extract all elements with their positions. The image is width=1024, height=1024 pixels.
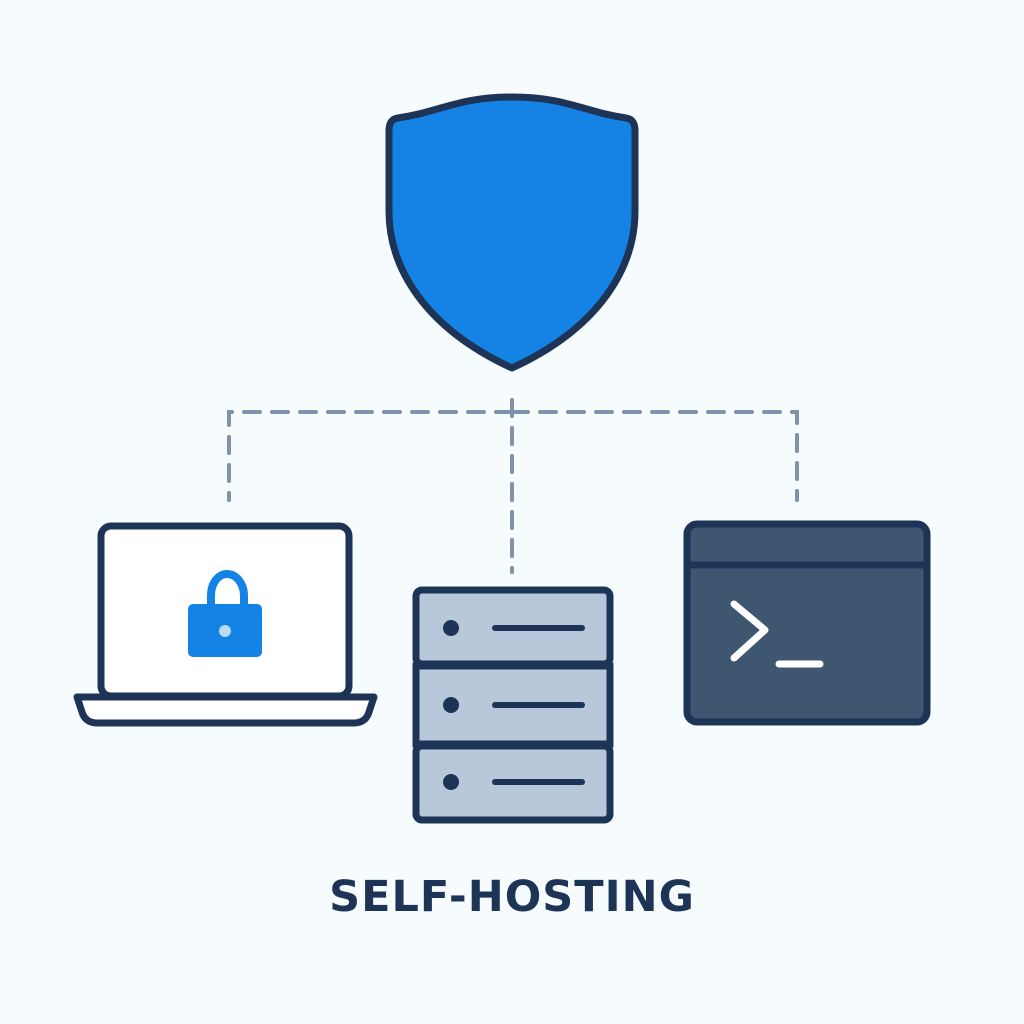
- server-rack-icon: [412, 586, 614, 824]
- connector-lines: [227, 398, 799, 574]
- terminal-body: [683, 520, 931, 726]
- laptop-with-lock-icon: [73, 522, 378, 727]
- server-slots: [492, 625, 585, 785]
- terminal-window-icon: [683, 520, 931, 726]
- lock-icon: [188, 569, 262, 657]
- server-indicators: [443, 620, 459, 790]
- shield-icon: [385, 93, 639, 372]
- diagram-caption: SELF-HOSTING: [329, 872, 695, 922]
- laptop-base: [73, 693, 378, 727]
- connector-right: [510, 410, 799, 502]
- terminal-prompt-chevron: [730, 600, 769, 662]
- connector-left: [227, 410, 514, 502]
